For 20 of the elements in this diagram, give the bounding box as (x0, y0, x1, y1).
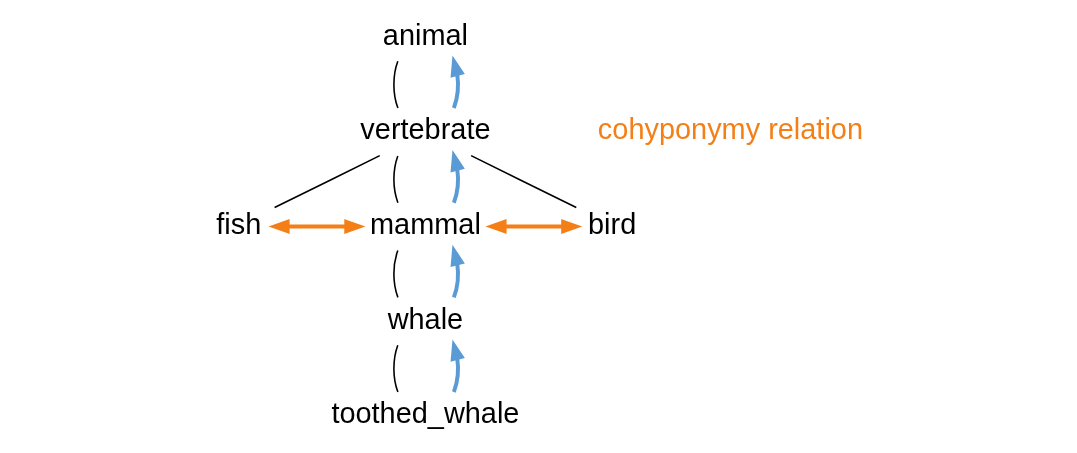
connector (393, 155, 399, 204)
label: cohyponymy relation (597, 113, 863, 146)
node-text: bird (588, 207, 637, 240)
connector (470, 154, 578, 209)
connector (393, 60, 399, 109)
connector (393, 344, 399, 393)
connector (273, 154, 381, 209)
arrow (485, 219, 583, 234)
node-text: mammal (370, 207, 481, 240)
arrow (450, 55, 465, 109)
node-text: animal (382, 18, 469, 51)
arrow (450, 244, 465, 298)
connector (393, 249, 399, 299)
arrow (450, 150, 465, 204)
arrow (268, 219, 366, 234)
arrow (450, 339, 465, 393)
node-text: whale (387, 302, 464, 335)
node-text: vertebrate (360, 113, 491, 146)
node-text: toothed_whale (331, 397, 520, 430)
node-text: fish (216, 207, 262, 240)
